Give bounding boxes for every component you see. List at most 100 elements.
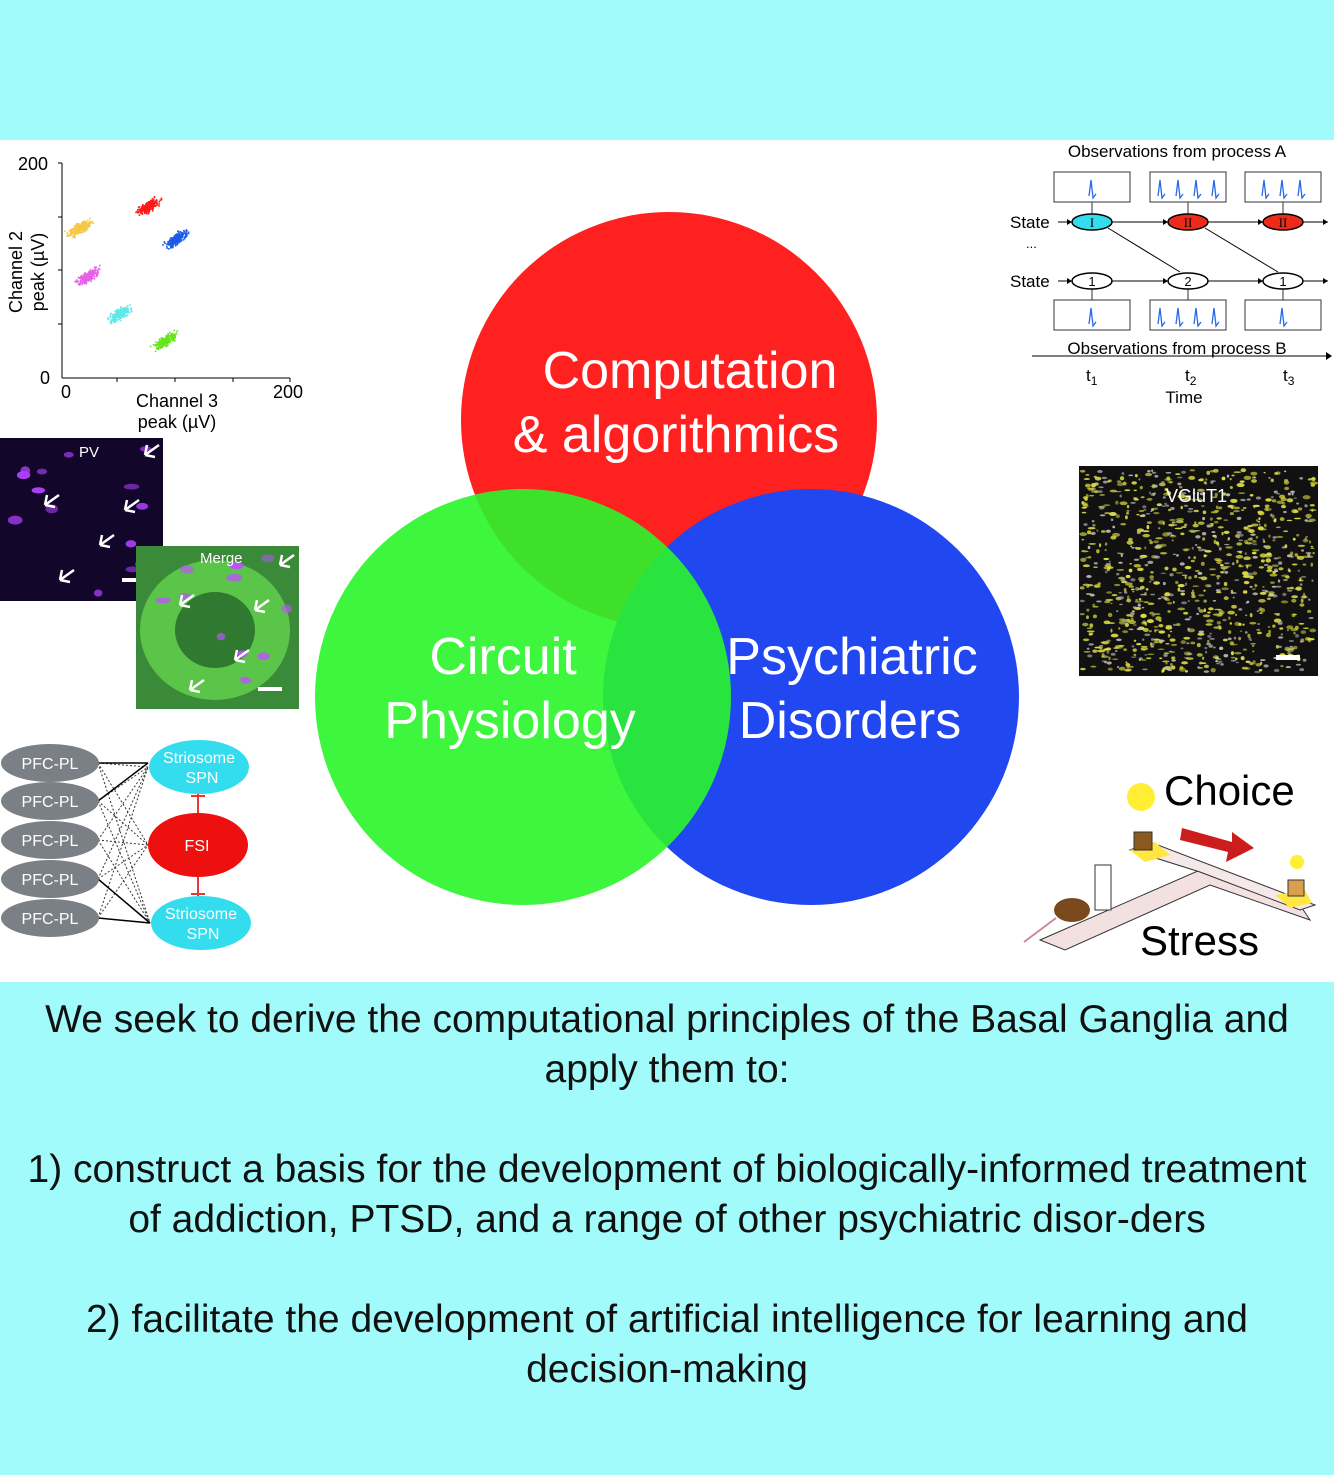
scatter-point — [85, 281, 87, 283]
scatter-point — [174, 237, 177, 240]
scatter-point — [89, 270, 91, 273]
scatter-point — [157, 348, 160, 351]
scatter-point — [155, 199, 157, 202]
arrow-icon — [123, 498, 140, 514]
scatter-point — [174, 336, 176, 339]
scatter-point — [150, 199, 153, 202]
scatter-point — [67, 233, 70, 236]
scatter-point — [85, 222, 87, 225]
scatter-point — [64, 230, 66, 232]
scatter-point — [166, 336, 168, 339]
scatter-point — [157, 344, 159, 347]
scatter-point — [175, 239, 178, 241]
scatter-point — [92, 269, 94, 272]
scatter-point — [71, 234, 73, 236]
scatter-point — [170, 237, 173, 239]
scatter-cluster-4 — [107, 303, 133, 325]
fsi-node — [148, 813, 248, 877]
scatter-point — [183, 237, 186, 240]
scatter-point — [116, 312, 119, 315]
scatter-point — [72, 227, 75, 230]
scatter-point — [153, 202, 155, 204]
scatter-point — [126, 307, 128, 309]
striosome-bottom-label-2: SPN — [187, 926, 220, 943]
scatter-point — [97, 271, 99, 274]
scatter-point — [79, 284, 81, 286]
scatter-point — [95, 275, 98, 278]
scatter-cluster-1 — [74, 264, 101, 286]
scatter-point — [145, 207, 148, 209]
venn-label-circuit-1: Circuit — [429, 628, 577, 686]
arrow-icon — [143, 443, 160, 459]
scatter-point — [124, 308, 126, 311]
scatter-point — [124, 314, 127, 317]
scatter-point — [98, 268, 101, 271]
scatter-point — [147, 212, 150, 215]
scatter-point — [148, 210, 151, 213]
scatter-point — [166, 342, 169, 345]
scatter-point — [128, 311, 131, 314]
scatter-point — [87, 279, 89, 281]
scatter-point — [167, 344, 169, 347]
venn-diagram: Computation & algorithmics Circuit Physi… — [315, 212, 1019, 905]
pfc-pl-label: PFC-PL — [22, 794, 79, 811]
scatter-point — [80, 223, 83, 225]
scatter-point — [72, 235, 75, 237]
scatter-point — [159, 344, 162, 347]
scatter-point — [80, 226, 83, 229]
scatter-point — [73, 224, 76, 227]
scatter-point — [149, 202, 151, 204]
scatter-point — [115, 314, 118, 317]
scatter-point — [151, 200, 153, 203]
scatter-point — [91, 221, 93, 224]
scatter-point — [79, 280, 82, 282]
scatter-point — [164, 242, 166, 245]
summary-point-2: 2) facilitate the development of artific… — [85, 1298, 1248, 1391]
scatter-point — [142, 209, 144, 212]
scatter-point — [165, 341, 167, 344]
scatter-point — [110, 322, 112, 324]
scatter-point — [163, 339, 165, 342]
scatter-point — [84, 230, 87, 233]
scatter-point — [81, 224, 83, 226]
scatter-point — [114, 310, 117, 313]
scatter-point — [81, 227, 84, 229]
scatter-point — [175, 243, 177, 246]
scatter-point — [80, 275, 82, 277]
scatter-point — [152, 207, 155, 210]
scatter-point — [143, 208, 145, 210]
scatter-point — [151, 208, 154, 211]
scatter-point — [86, 275, 88, 278]
scatter-point — [84, 280, 87, 282]
scatter-point — [95, 272, 98, 274]
scatter-point — [88, 272, 90, 275]
maze-door — [1094, 864, 1112, 911]
scatter-point — [76, 231, 79, 233]
scatter-point — [81, 226, 84, 228]
scatter-point — [112, 313, 114, 316]
scatter-point — [116, 309, 118, 311]
hmm-ellipsis: ... — [1026, 236, 1037, 251]
scatter-point — [176, 234, 178, 237]
scatter-point — [176, 238, 179, 240]
scatter-point — [124, 311, 126, 313]
scatter-point — [164, 344, 167, 347]
scatter-point — [183, 232, 186, 235]
scatter-point — [146, 203, 149, 205]
venn-circle-circuit — [315, 489, 731, 905]
scatter-point — [169, 247, 172, 249]
scatter-point — [150, 202, 153, 205]
scatter-point — [187, 232, 190, 235]
scatter-point — [81, 277, 83, 280]
scatter-point — [126, 313, 129, 316]
scatter-point — [147, 210, 150, 213]
scatter-point — [155, 201, 158, 204]
scatter-point — [180, 239, 183, 242]
pfc-pl-label: PFC-PL — [22, 833, 79, 850]
scatter-point — [168, 239, 171, 241]
scatter-point — [77, 227, 79, 229]
scatter-point — [96, 269, 99, 272]
scatter-point — [113, 315, 116, 317]
scatter-point — [173, 329, 176, 332]
pfc-pl-node — [1, 899, 99, 937]
